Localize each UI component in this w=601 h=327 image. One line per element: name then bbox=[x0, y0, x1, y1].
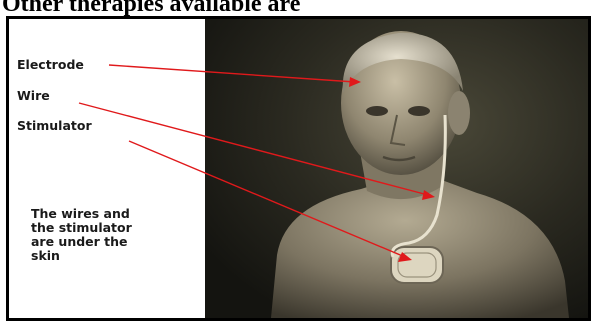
wire-label: Wire bbox=[17, 88, 50, 103]
electrode-label: Electrode bbox=[17, 57, 84, 72]
caption-line: skin bbox=[31, 248, 60, 263]
caption-line: The wires and bbox=[31, 206, 130, 221]
implant-diagram: Electrode Wire Stimulator The wires and … bbox=[9, 19, 588, 318]
eye-right bbox=[408, 106, 430, 116]
stimulator-label: Stimulator bbox=[17, 118, 92, 133]
caption-line: the stimulator bbox=[31, 220, 133, 235]
caption-line: are under the bbox=[31, 234, 128, 249]
ear bbox=[448, 91, 470, 135]
diagram-frame: Electrode Wire Stimulator The wires and … bbox=[6, 16, 591, 321]
eye-left bbox=[366, 106, 388, 116]
